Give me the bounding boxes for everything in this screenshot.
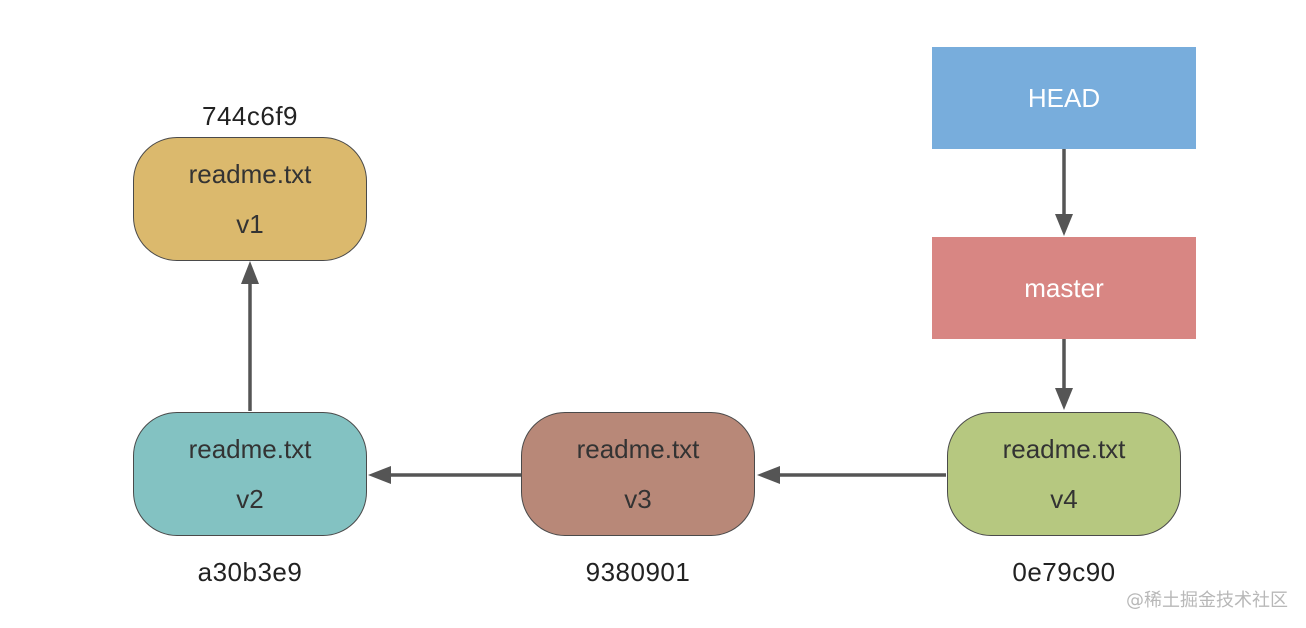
node-version: v1 [236, 209, 264, 239]
commit-hash-v1: 744c6f9 [201, 101, 299, 131]
node-version: v3 [624, 484, 652, 514]
node-filename: readme.txt [188, 434, 312, 464]
arrowhead-master-to-v4 [1055, 388, 1073, 410]
commit-node-v3: readme.txt v3 [521, 412, 755, 536]
commit-node-v1: readme.txt v1 [133, 137, 367, 261]
node-filename: readme.txt [188, 159, 312, 189]
commit-node-v4: readme.txt v4 [947, 412, 1181, 536]
arrowhead-v3-to-v2 [368, 466, 391, 484]
node-version: v2 [236, 484, 264, 514]
master-branch-ref: master [932, 237, 1196, 339]
watermark: @稀土掘金技术社区 [1126, 590, 1288, 611]
commit-hash-v2: a30b3e9 [197, 557, 303, 587]
commit-node-v2: readme.txt v2 [133, 412, 367, 536]
commit-hash-v4: 0e79c90 [1012, 557, 1116, 587]
arrowhead-head-to-master [1055, 214, 1073, 236]
node-version: v4 [1050, 484, 1078, 514]
commit-hash-v3: 9380901 [585, 557, 691, 587]
node-filename: readme.txt [576, 434, 700, 464]
head-ref: HEAD [932, 47, 1196, 149]
arrowhead-v2-to-v1 [241, 261, 259, 284]
node-filename: readme.txt [1002, 434, 1126, 464]
arrowhead-v4-to-v3 [757, 466, 780, 484]
